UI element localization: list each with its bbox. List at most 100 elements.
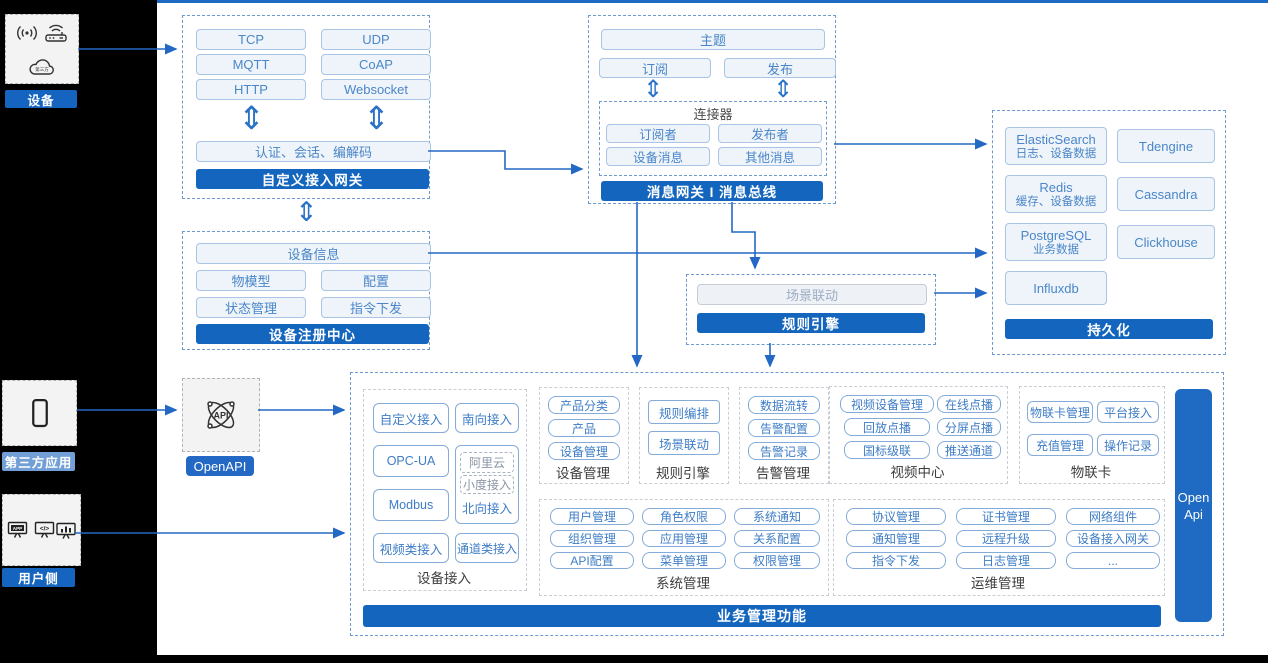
operation-record: 操作记录: [1097, 434, 1159, 456]
video-center-caption: 视频中心: [890, 465, 945, 480]
protocol-coap: CoAP: [321, 54, 431, 75]
protocol-http: HTTP: [196, 79, 306, 100]
playback-vod: 回放点播: [844, 418, 930, 436]
subscribe: 订阅: [599, 58, 711, 78]
device-mgmt-item: 设备管理: [548, 442, 620, 460]
rule-engine-panel: 场景联动 规则引擎: [686, 274, 936, 345]
cloud-icon: 第三方: [26, 56, 58, 78]
business-panel: 自定义接入 南向接入 OPC-UA 阿里云 小度接入 北向接入 Modbus 视…: [350, 372, 1224, 636]
protocol-mqtt: MQTT: [196, 54, 306, 75]
other-message: 其他消息: [718, 147, 822, 166]
log-mgmt: 日志管理: [956, 552, 1056, 569]
device-info-bar: 设备信息: [196, 243, 431, 264]
persistence-title: 持久化: [1005, 319, 1213, 339]
topic-bar: 主题: [601, 29, 825, 50]
device-label: 设备: [5, 90, 77, 108]
recharge-mgmt: 充值管理: [1027, 434, 1093, 456]
rule-orchestration: 规则编排: [648, 400, 720, 424]
protocol-tcp: TCP: [196, 29, 306, 50]
api-atom-icon: API: [197, 391, 245, 439]
iot-card-caption: 物联卡: [1070, 465, 1112, 480]
section-device-access: 自定义接入 南向接入 OPC-UA 阿里云 小度接入 北向接入 Modbus 视…: [363, 389, 527, 591]
app-mgmt: 应用管理: [642, 530, 726, 547]
north-access-group: 阿里云 小度接入 北向接入: [455, 445, 519, 524]
elasticsearch-node: ElasticSearch 日志、设备数据: [1005, 127, 1107, 165]
ops-more: ...: [1066, 552, 1160, 569]
data-flow: 数据流转: [748, 396, 820, 414]
user-mgmt: 用户管理: [550, 508, 634, 525]
connector-title: 连接器: [693, 107, 733, 122]
config: 配置: [321, 270, 431, 291]
updown-arrow-icon: ⇕: [238, 99, 265, 137]
online-vod: 在线点播: [937, 395, 1001, 413]
aliyun: 阿里云: [460, 452, 514, 473]
open-api-bar: Open Api: [1175, 389, 1212, 622]
section-rule-engine: 规则编排 场景联动 规则引擎: [639, 387, 729, 484]
message-gateway-panel: 主题 订阅 发布 ⇕ ⇕ 连接器 订阅者 发布者 设备消息 其他消息 消息网关 …: [588, 15, 836, 204]
updown-arrow-icon: ⇕: [643, 75, 664, 103]
router-icon: [43, 23, 69, 43]
publish: 发布: [724, 58, 836, 78]
openapi-panel: API: [182, 378, 260, 452]
xiaodu-access: 小度接入: [460, 475, 514, 494]
publisher: 发布者: [718, 124, 822, 143]
push-channel: 推送通道: [937, 441, 1001, 459]
cassandra-node: Cassandra: [1117, 177, 1215, 211]
menu-mgmt: 菜单管理: [642, 552, 726, 569]
connector-panel: 连接器 订阅者 发布者 设备消息 其他消息: [599, 101, 827, 176]
custom-gateway-panel: TCP UDP MQTT CoAP HTTP Websocket ⇕ ⇕ 认证、…: [182, 15, 431, 199]
scene-linkage: 场景联动: [648, 431, 720, 455]
user-side-panel: APP </>: [2, 494, 81, 566]
persistence-panel: ElasticSearch 日志、设备数据 Tdengine Redis 缓存、…: [992, 110, 1226, 355]
thing-model: 物模型: [196, 270, 306, 291]
ops-mgmt-caption: 运维管理: [971, 576, 1025, 591]
rule-engine-title: 规则引擎: [697, 313, 925, 333]
system-mgmt-caption: 系统管理: [656, 576, 710, 591]
split-screen-vod: 分屏点播: [937, 418, 1001, 436]
system-notice: 系统通知: [734, 508, 820, 525]
updown-arrow-icon: ⇕: [773, 75, 794, 103]
device-message: 设备消息: [606, 147, 710, 166]
north-access-label: 北向接入: [461, 501, 512, 516]
scene-linkage-bar: 场景联动: [697, 284, 927, 305]
signal-icon: [15, 24, 39, 42]
chart-monitor-icon: [55, 522, 77, 540]
subscriber: 订阅者: [606, 124, 710, 143]
section-video-center: 视频设备管理 在线点播 回放点播 分屏点播 国标级联 推送通道 视频中心: [829, 386, 1008, 484]
device-access-gateway: 设备接入网关: [1066, 530, 1160, 547]
custom-access: 自定义接入: [373, 403, 449, 433]
redis-node: Redis 缓存、设备数据: [1005, 175, 1107, 213]
network-component: 网络组件: [1066, 508, 1160, 525]
alarm-config: 告警配置: [748, 419, 820, 437]
iot-card-mgmt: 物联卡管理: [1027, 401, 1093, 423]
third-party-label: 第三方应用: [2, 452, 75, 471]
postgresql-node: PostgreSQL 业务数据: [1005, 223, 1107, 261]
protocol-websocket: Websocket: [321, 79, 431, 100]
svg-text:第三方: 第三方: [35, 66, 49, 73]
updown-arrow-icon: ⇕: [363, 99, 390, 137]
role-permission: 角色权限: [642, 508, 726, 525]
cert-mgmt: 证书管理: [956, 508, 1056, 525]
custom-gateway-title: 自定义接入网关: [196, 169, 429, 189]
updown-arrow-icon: ⇕: [295, 197, 318, 228]
command-dispatch: 指令下发: [321, 297, 431, 318]
status-mgmt: 状态管理: [196, 297, 306, 318]
opc-ua: OPC-UA: [373, 445, 449, 477]
section-alarm: 数据流转 告警配置 告警记录 告警管理: [739, 387, 829, 484]
business-title: 业务管理功能: [363, 605, 1161, 627]
device-mgmt-caption: 设备管理: [556, 466, 610, 481]
openapi-label: OpenAPI: [186, 456, 254, 476]
south-access: 南向接入: [455, 403, 519, 433]
command-dispatch-ops: 指令下发: [846, 552, 946, 569]
rule-engine-caption: 规则引擎: [656, 466, 710, 481]
video-device-mgmt: 视频设备管理: [840, 395, 934, 413]
device-registry-title: 设备注册中心: [196, 324, 429, 344]
message-gateway-title: 消息网关 I 消息总线: [601, 181, 823, 201]
section-iot-card: 物联卡管理 平台接入 充值管理 操作记录 物联卡: [1019, 386, 1165, 484]
product: 产品: [548, 419, 620, 437]
top-accent-line: [157, 0, 1268, 3]
video-access: 视频类接入: [373, 533, 449, 563]
remote-upgrade: 远程升级: [956, 530, 1056, 547]
svg-text:API: API: [213, 411, 228, 421]
api-config: API配置: [550, 552, 634, 569]
